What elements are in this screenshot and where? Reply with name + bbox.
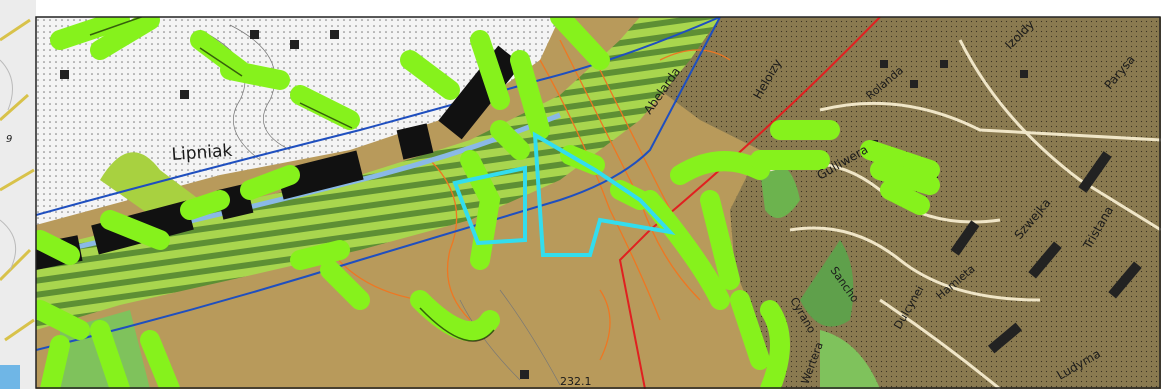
elevation-label: 232.1 (560, 375, 592, 388)
streams (36, 17, 721, 351)
edge-glyph: 9 (6, 134, 12, 145)
plot-outline-west (452, 165, 527, 246)
green-corridors (36, 17, 940, 389)
map-frame: Lipniak Abelarda Heloizy Gulliwera Szwej… (36, 17, 1161, 389)
adjacent-sheet-strip: 9 (0, 0, 36, 389)
buildings (60, 30, 1142, 379)
place-label-lipniak: Lipniak (171, 141, 233, 165)
map-frame-border (35, 16, 1161, 389)
plot-outline-east (532, 131, 676, 257)
